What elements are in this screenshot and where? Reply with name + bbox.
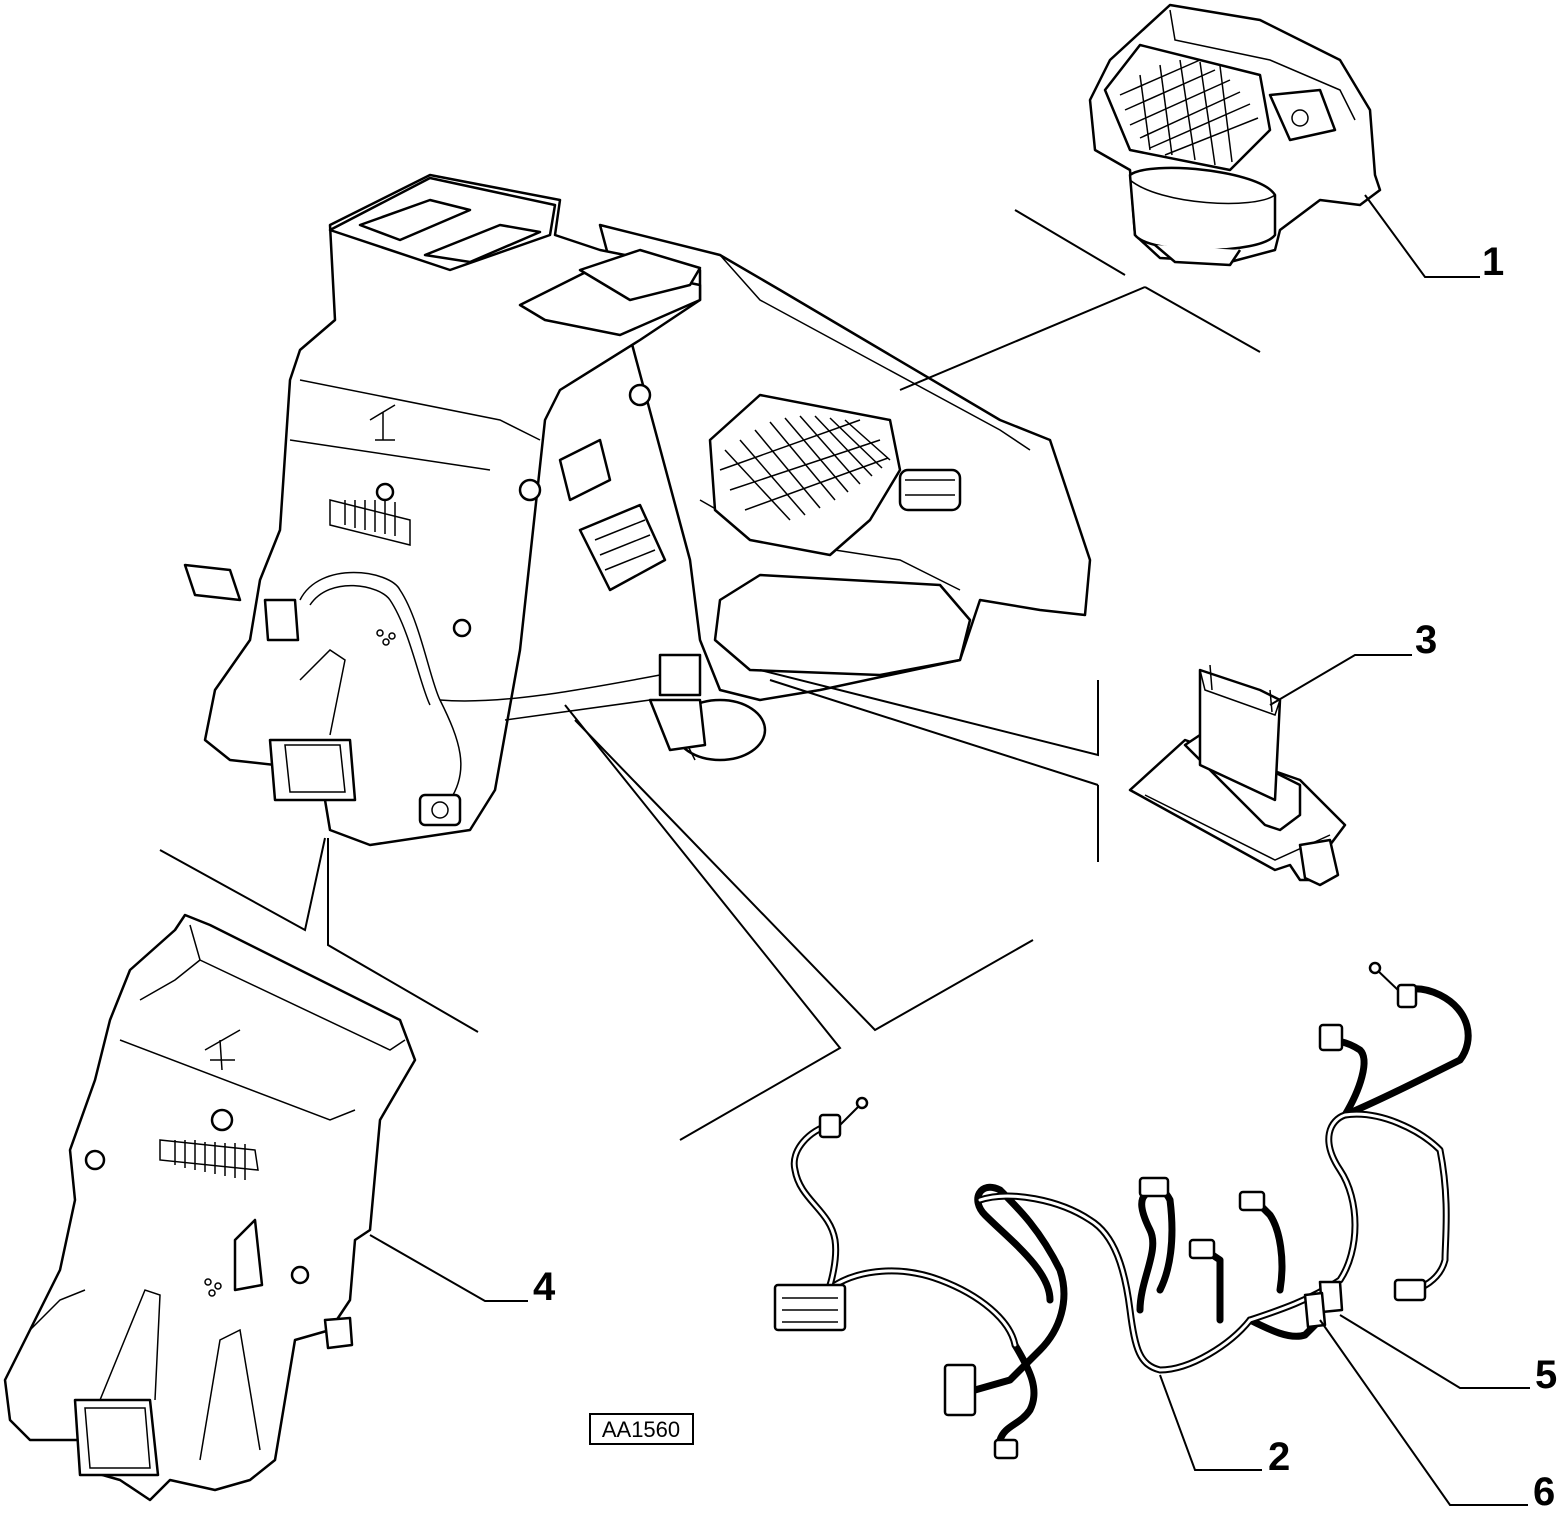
callout-6: 6 <box>1533 1470 1555 1514</box>
hvac-unit-icon <box>183 173 1092 847</box>
callout-leaders <box>369 194 1530 1506</box>
wiring-harness-icon <box>773 961 1472 1460</box>
reference-code-box: AA1560 <box>589 1413 694 1445</box>
blower-motor-icon <box>1088 3 1382 267</box>
heater-housing-icon <box>3 913 417 1502</box>
connector-bracket-icon <box>1303 1291 1327 1329</box>
callout-4: 4 <box>533 1265 556 1309</box>
resistor-module-icon <box>1128 664 1347 887</box>
callout-1: 1 <box>1482 240 1504 284</box>
callout-3: 3 <box>1415 618 1437 662</box>
callout-5: 5 <box>1535 1353 1557 1397</box>
reference-code: AA1560 <box>602 1417 680 1442</box>
assembly-guide-lines <box>159 209 1261 1141</box>
callout-2: 2 <box>1268 1435 1290 1479</box>
